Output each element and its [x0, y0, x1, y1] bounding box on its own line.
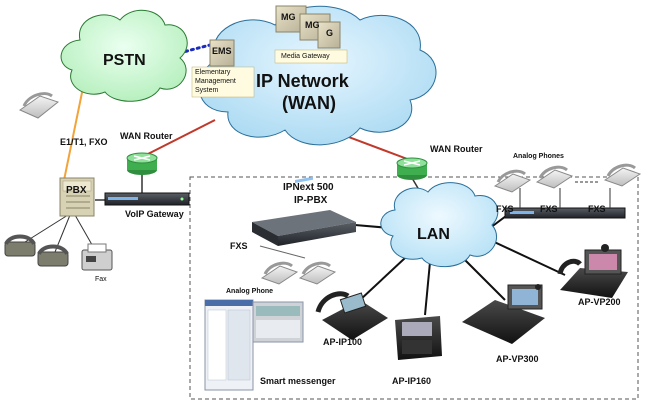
- mg3-label: G: [326, 28, 334, 38]
- pbx-phone1-icon: [4, 234, 36, 257]
- media-gateway-label: Media Gateway: [281, 53, 330, 60]
- fxs-3-label: FXS: [588, 204, 606, 214]
- ems-desc-line2: Management: [195, 78, 236, 85]
- ems-desc-line1: Elementary: [195, 69, 231, 76]
- fxs-2-label: FXS: [540, 204, 558, 214]
- ap-ip100-label: AP-IP100: [323, 337, 363, 347]
- voip-gateway-device: [104, 192, 190, 206]
- ap-ip160-label: AP-IP160: [392, 376, 432, 386]
- link-lan-vp200: [489, 239, 566, 276]
- ip-network-label: IP Network: [256, 71, 349, 91]
- pstn-cloud: [60, 9, 188, 102]
- analog-phone-label: Analog Phone: [226, 288, 274, 295]
- mg2-label: MG: [305, 20, 320, 30]
- analog-gateway-device: [504, 207, 626, 219]
- ap-vp300-phone-icon: [462, 284, 545, 344]
- wan-label: (WAN): [282, 93, 336, 113]
- ap-ip160-phone-icon: [395, 316, 442, 360]
- media-gateway-stack: [275, 5, 341, 49]
- voip-gateway-label: VoIP Gateway: [125, 209, 184, 219]
- pstn-label: PSTN: [103, 52, 146, 69]
- link-router-wan: [139, 119, 216, 159]
- ap-ip100-phone-icon: [315, 291, 388, 340]
- ap-vp200-phone-icon: [557, 244, 628, 298]
- smart-messenger-label: Smart messenger: [260, 376, 336, 386]
- link-lan-ip100: [359, 257, 406, 301]
- link-ippbx-fxs: [259, 245, 306, 259]
- analog-phone-lan2-icon: [298, 261, 337, 285]
- mg1-label: MG: [281, 12, 296, 22]
- lan-cloud: [380, 182, 499, 268]
- pbx-phone2-icon: [37, 244, 69, 267]
- ippbx-device: [252, 176, 356, 246]
- analog-phones-label: Analog Phones: [513, 153, 564, 160]
- fxs-1-label: FXS: [496, 204, 514, 214]
- ems-label: EMS: [212, 46, 232, 56]
- e1-t1-fxo-label: E1/T1, FXO: [60, 137, 108, 147]
- fax-machine-icon: [81, 243, 113, 271]
- lan-label: LAN: [417, 226, 450, 243]
- ap-vp200-label: AP-VP200: [578, 297, 621, 307]
- ems-server: [209, 39, 235, 67]
- ap-vp300-label: AP-VP300: [496, 354, 539, 364]
- link-pstn-pbx: [61, 77, 86, 191]
- pbx-label: PBX: [66, 185, 87, 196]
- analog-phone-top1-icon: [493, 169, 532, 193]
- analog-phone-top3-icon: [603, 163, 642, 187]
- wan-router-left-icon: [126, 152, 158, 175]
- ipnext-label-line1: IPNext 500: [283, 182, 334, 193]
- analog-phone-top2-icon: [535, 165, 574, 189]
- media-gateway-label-box: [274, 49, 348, 64]
- link-lan-vp300: [464, 259, 506, 301]
- wan-router-left-label: WAN Router: [120, 131, 173, 141]
- ems-desc-box: [191, 66, 255, 98]
- ems-desc-line3: System: [195, 87, 219, 94]
- link-lan-ip160: [424, 261, 431, 316]
- wan-router-right-label: WAN Router: [430, 144, 483, 154]
- analog-phone-lan1-icon: [260, 261, 299, 285]
- fxs-left-label: FXS: [230, 241, 248, 251]
- ipnext-label-line2: IP-PBX: [294, 195, 328, 206]
- analog-phone-pstn-icon: [18, 92, 60, 119]
- wan-router-right-icon: [396, 157, 428, 180]
- link-pbx-phone1: [24, 214, 69, 243]
- pbx-cabinet: [59, 177, 95, 217]
- fax-label: Fax: [95, 276, 107, 283]
- smart-messenger-window: [204, 299, 304, 391]
